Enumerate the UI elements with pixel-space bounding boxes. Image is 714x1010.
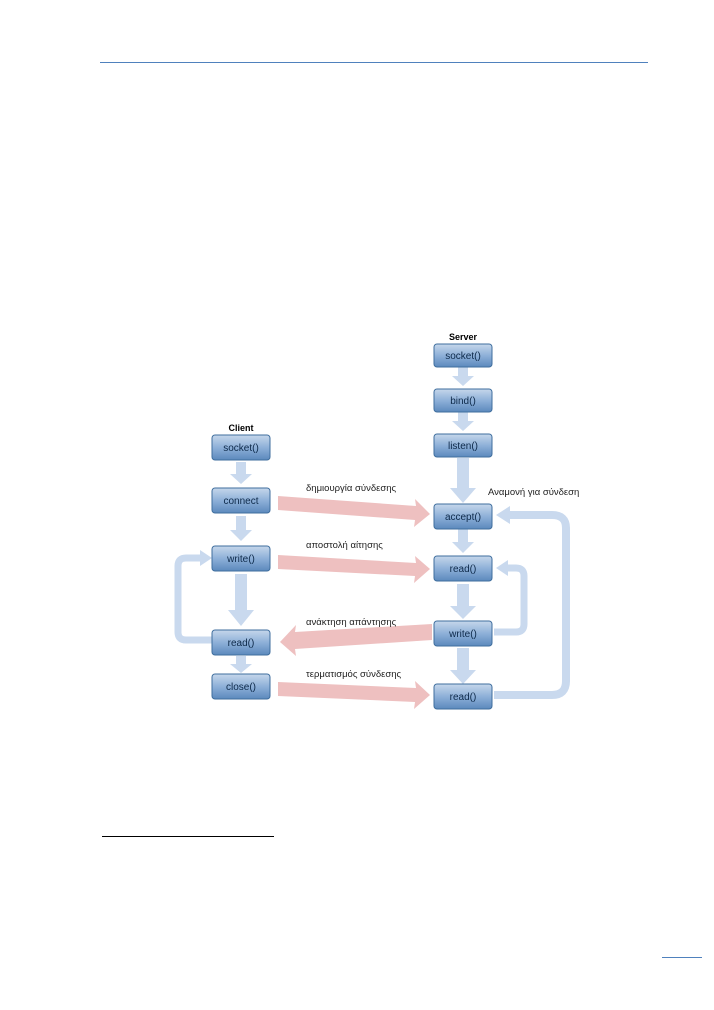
message-arrow-request — [278, 555, 430, 583]
message-label-request: αποστολή αίτησης — [306, 540, 383, 551]
server-socket-node: socket() — [433, 343, 493, 368]
flow-arrow — [230, 462, 252, 484]
svg-text:accept(): accept() — [445, 512, 481, 523]
server-heading: Server — [449, 332, 478, 342]
client-loop-arrowhead — [200, 550, 212, 566]
server-write-node: write() — [433, 620, 493, 647]
message-arrow-close — [278, 681, 430, 709]
server-read-node: read() — [433, 555, 493, 582]
client-write-node: write() — [211, 545, 271, 572]
flow-arrow — [452, 365, 474, 386]
flow-arrow — [450, 458, 476, 503]
client-socket-node: socket() — [211, 434, 271, 461]
message-arrows — [278, 496, 432, 709]
server-final-read-node: read() — [433, 683, 493, 710]
flow-arrows — [228, 365, 476, 684]
svg-text:bind(): bind() — [450, 396, 476, 407]
flow-arrow — [450, 584, 476, 619]
client-loop-arrow — [174, 554, 212, 644]
client-connect-node: connect — [211, 487, 271, 514]
message-label-response: ανάκτηση απάντησης — [306, 617, 397, 628]
svg-text:listen(): listen() — [448, 441, 478, 452]
page-number-rule — [662, 957, 702, 958]
svg-text:write(): write() — [448, 629, 477, 640]
client-read-node: read() — [211, 629, 271, 656]
svg-text:socket(): socket() — [445, 351, 481, 362]
loop-arrows — [174, 506, 570, 699]
message-label-close: τερματισμός σύνδεσης — [306, 669, 402, 680]
svg-text:read(): read() — [450, 564, 477, 575]
svg-text:read(): read() — [228, 638, 255, 649]
svg-text:write(): write() — [226, 554, 255, 565]
flow-arrow — [452, 410, 474, 431]
waiting-annotation: Αναμονή για σύνδεση — [488, 487, 579, 498]
flow-arrow — [450, 648, 476, 684]
server-loop-arrow — [494, 564, 528, 636]
client-close-node: close() — [211, 673, 271, 700]
message-arrow-response — [280, 624, 432, 656]
flow-arrow — [452, 528, 474, 553]
svg-text:connect: connect — [223, 496, 258, 507]
server-accept-node: accept() — [433, 503, 493, 530]
svg-text:read(): read() — [450, 692, 477, 703]
header-rule — [100, 62, 648, 63]
footnote-rule — [102, 836, 274, 837]
server-listen-node: listen() — [433, 433, 493, 458]
svg-text:close(): close() — [226, 682, 256, 693]
flow-arrow — [230, 656, 252, 673]
client-heading: Client — [228, 423, 253, 433]
server-bind-node: bind() — [433, 388, 493, 413]
svg-text:socket(): socket() — [223, 443, 259, 454]
message-arrow-connect — [278, 496, 430, 527]
server-loop-arrowhead — [496, 560, 508, 576]
flow-arrow — [228, 574, 254, 626]
server-main-loop-arrow — [494, 511, 570, 699]
flow-arrow — [230, 516, 252, 541]
message-label-connect: δημιουργία σύνδεσης — [306, 483, 397, 494]
server-main-loop-arrowhead — [496, 506, 510, 524]
